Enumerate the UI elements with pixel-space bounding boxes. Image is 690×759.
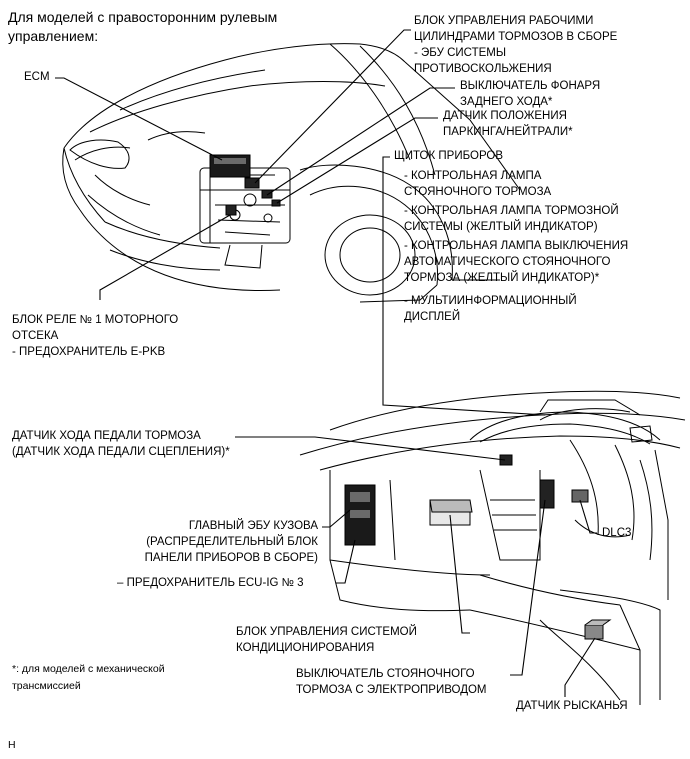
epb-switch-line: ВЫКЛЮЧАТЕЛЬ СТОЯНОЧНОГО — [296, 668, 475, 680]
backup-light-switch-line: ЗАДНЕГО ХОДА* — [460, 96, 553, 108]
combination-meter-line: ЩИТОК ПРИБОРОВ — [394, 150, 503, 162]
dashboard-drawing — [299, 390, 686, 705]
dlc3-label: DLC3 — [602, 527, 632, 539]
stop-light-switch-line: ДАТЧИК ХОДА ПЕДАЛИ ТОРМОЗА — [12, 430, 201, 442]
ac-amplifier-line: БЛОК УПРАВЛЕНИЯ СИСТЕМОЙ — [236, 626, 417, 638]
ecu-ig-fuse-label: – ПРЕДОХРАНИТЕЛЬ ECU-IG № 3 — [117, 577, 304, 589]
brake-actuator-line: БЛОК УПРАВЛЕНИЯ РАБОЧИМИ — [414, 15, 594, 27]
footnote-line: трансмиссией — [12, 680, 81, 692]
combination-meter-line: - КОНТРОЛЬНАЯ ЛАМПА ВЫКЛЮЧЕНИЯ — [404, 240, 629, 252]
stop-light-switch-line: (ДАТЧИК ХОДА ПЕДАЛИ СЦЕПЛЕНИЯ)* — [12, 446, 230, 458]
combination-meter-line: ДИСПЛЕЙ — [404, 311, 461, 323]
header-line-1: Для моделей с правосторонним рулевым — [8, 9, 278, 25]
combination-meter-line: - КОНТРОЛЬНАЯ ЛАМПА — [404, 170, 542, 182]
header-line-2: управлением: — [8, 28, 99, 44]
combination-meter-line: АВТОМАТИЧЕСКОГО СТОЯНОЧНОГО — [404, 256, 611, 268]
epb-switch-line: ТОРМОЗА С ЭЛЕКТРОПРИВОДОМ — [296, 684, 487, 696]
engine-relay-block-line: - ПРЕДОХРАНИТЕЛЬ E-PKB — [12, 346, 166, 358]
backup-light-switch-line: ВЫКЛЮЧАТЕЛЬ ФОНАРЯ — [460, 80, 601, 92]
combination-meter-line: СИСТЕМЫ (ЖЕЛТЫЙ ИНДИКАТОР) — [404, 221, 598, 233]
main-body-ecu-line: (РАСПРЕДЕЛИТЕЛЬНЫЙ БЛОК — [146, 536, 318, 548]
yaw-sensor-label: ДАТЧИК РЫСКАНЬЯ — [516, 700, 628, 712]
park-neutral-sensor-line: ПАРКИНГА/НЕЙТРАЛИ* — [443, 126, 573, 138]
combination-meter-line: - КОНТРОЛЬНАЯ ЛАМПА ТОРМОЗНОЙ — [404, 205, 619, 217]
main-body-ecu-line: ПАНЕЛИ ПРИБОРОВ В СБОРЕ) — [144, 552, 318, 564]
park-neutral-sensor-line: ДАТЧИК ПОЛОЖЕНИЯ — [443, 110, 567, 122]
engine-relay-block-line: БЛОК РЕЛЕ № 1 МОТОРНОГО — [12, 314, 179, 326]
brake-actuator-line: - ЭБУ СИСТЕМЫ — [414, 47, 507, 59]
combination-meter-line: - МУЛЬТИИНФОРМАЦИОННЫЙ — [404, 295, 577, 307]
ac-amplifier-line: КОНДИЦИОНИРОВАНИЯ — [236, 642, 375, 654]
engine-relay-block-line: ОТСЕКА — [12, 330, 59, 342]
combination-meter-line: СТОЯНОЧНОГО ТОРМОЗА — [404, 186, 552, 198]
main-body-ecu-line: ГЛАВНЫЙ ЭБУ КУЗОВА — [188, 520, 318, 532]
footnote-line: *: для моделей с механической — [12, 663, 165, 675]
combination-meter-line: ТОРМОЗА (ЖЕЛТЫЙ ИНДИКАТОР)* — [404, 272, 600, 284]
ecm-label: ECM — [24, 71, 50, 83]
leader-lines — [55, 29, 597, 697]
brake-actuator-line: ЦИЛИНДРАМИ ТОРМОЗОВ В СБОРЕ — [414, 31, 618, 43]
car-front-drawing — [62, 43, 521, 303]
corner-mark: H — [8, 739, 16, 751]
brake-actuator-line: ПРОТИВОСКОЛЬЖЕНИЯ — [414, 63, 552, 75]
